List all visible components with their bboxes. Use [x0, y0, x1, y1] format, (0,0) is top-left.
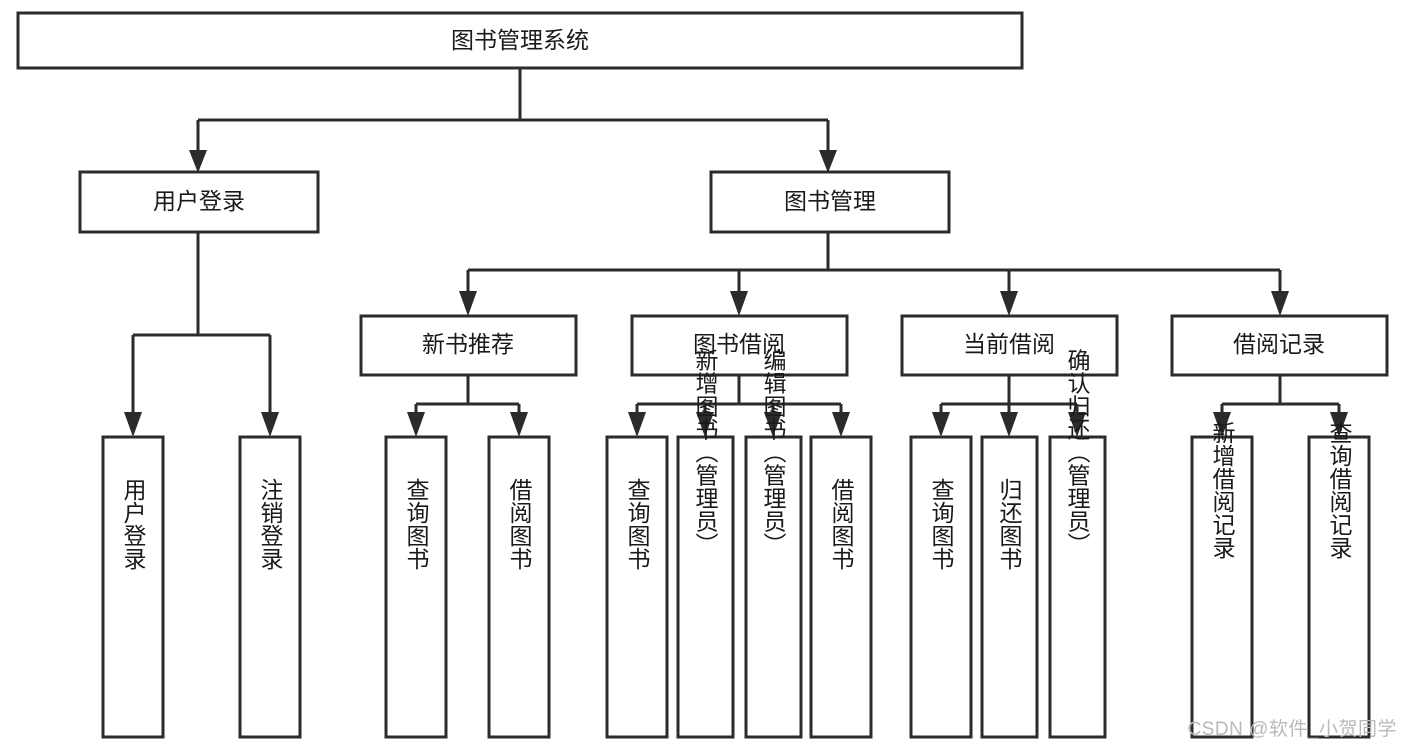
arrow-book-borrow-to-edit	[764, 412, 782, 437]
leaf-add-borrow-log[interactable]: 新增借阅记录	[1190, 421, 1254, 739]
node-current-borrow[interactable]: 当前借阅	[900, 314, 1119, 377]
node-book-manage-box[interactable]	[709, 170, 951, 234]
arrow-new-rec-to-query	[407, 412, 425, 437]
leaf-user-login[interactable]: 用户登录	[101, 435, 165, 739]
leaf-borrow-book-b[interactable]: 借阅图书	[809, 435, 873, 739]
leaf-return-book-label: 归还图书	[996, 478, 1023, 570]
leaf-borrow-book-a[interactable]: 借阅图书	[487, 435, 551, 739]
arrow-root-to-user-login	[189, 150, 207, 173]
leaf-logout-box[interactable]	[238, 435, 302, 739]
arrow-book-manage-to-current	[1000, 291, 1018, 316]
arrow-borrow-log-to-query	[1330, 412, 1348, 437]
leaf-edit-book[interactable]: 编辑图书（管理员）	[744, 349, 803, 739]
leaf-query-book-c[interactable]: 查询图书	[909, 435, 973, 739]
arrow-book-borrow-to-add	[696, 412, 714, 437]
leaf-query-book-b[interactable]: 查询图书	[605, 435, 669, 739]
arrow-book-borrow-to-query	[628, 412, 646, 437]
leaf-add-borrow-log-label: 新增借阅记录	[1209, 421, 1236, 559]
leaf-edit-book-label: 编辑图书（管理员）	[760, 349, 787, 556]
leaf-query-borrow-log-box[interactable]	[1307, 435, 1371, 739]
arrow-user-login-to-logout	[261, 412, 279, 437]
arrow-book-borrow-to-borrow	[832, 412, 850, 437]
leaf-borrow-book-b-box[interactable]	[809, 435, 873, 739]
leaf-confirm-return-box[interactable]	[1048, 435, 1107, 739]
arrow-new-rec-to-borrow	[510, 412, 528, 437]
arrow-user-login-to-login	[124, 412, 142, 437]
node-book-borrow[interactable]: 图书借阅	[630, 314, 849, 377]
leaf-add-book-label: 新增图书（管理员）	[692, 349, 719, 556]
node-book-borrow-box[interactable]	[630, 314, 849, 377]
leaf-user-login-label: 用户登录	[120, 478, 147, 570]
node-borrow-log[interactable]: 借阅记录	[1170, 314, 1389, 377]
leaf-confirm-return[interactable]: 确认归还（管理员）	[1048, 349, 1107, 739]
arrow-root-to-book-manage	[819, 150, 837, 173]
node-current-borrow-box[interactable]	[900, 314, 1119, 377]
node-root-box[interactable]	[16, 11, 1024, 70]
leaf-borrow-book-a-box[interactable]	[487, 435, 551, 739]
leaf-borrow-book-a-label: 借阅图书	[506, 478, 533, 570]
arrow-book-manage-to-borrow	[730, 291, 748, 316]
node-book-manage-label: 图书管理	[784, 188, 876, 214]
leaf-logout[interactable]: 注销登录	[238, 435, 302, 739]
leaf-add-borrow-log-box[interactable]	[1190, 435, 1254, 739]
leaf-borrow-book-b-label: 借阅图书	[828, 478, 855, 570]
arrow-cur-borrow-to-query	[932, 412, 950, 437]
leaf-edit-book-box[interactable]	[744, 435, 803, 739]
node-user-login[interactable]: 用户登录	[78, 170, 320, 234]
arrow-cur-borrow-to-confirm	[1068, 412, 1086, 437]
leaf-query-book-a-label: 查询图书	[403, 478, 430, 570]
leaf-add-book-box[interactable]	[676, 435, 735, 739]
arrow-book-manage-to-log	[1271, 291, 1289, 316]
node-current-borrow-label: 当前借阅	[963, 331, 1055, 357]
leaf-logout-label: 注销登录	[257, 478, 284, 570]
node-user-login-box[interactable]	[78, 170, 320, 234]
arrow-cur-borrow-to-return	[1000, 412, 1018, 437]
node-root[interactable]: 图书管理系统	[16, 11, 1024, 70]
edges-layer	[124, 68, 1348, 437]
leaf-query-book-a-box[interactable]	[384, 435, 448, 739]
leaf-query-book-b-box[interactable]	[605, 435, 669, 739]
arrow-borrow-log-to-add	[1213, 412, 1231, 437]
leaf-query-borrow-log[interactable]: 查询借阅记录	[1307, 421, 1371, 739]
leaf-query-book-a[interactable]: 查询图书	[384, 435, 448, 739]
node-new-recommend-label: 新书推荐	[422, 331, 514, 357]
node-book-manage[interactable]: 图书管理	[709, 170, 951, 234]
leaf-query-borrow-log-label: 查询借阅记录	[1326, 421, 1353, 559]
leaf-query-book-b-label: 查询图书	[624, 478, 651, 570]
node-new-recommend[interactable]: 新书推荐	[359, 314, 578, 377]
node-root-label: 图书管理系统	[451, 27, 589, 53]
node-new-recommend-box[interactable]	[359, 314, 578, 377]
node-borrow-log-box[interactable]	[1170, 314, 1389, 377]
leaf-query-book-c-label: 查询图书	[928, 478, 955, 570]
node-borrow-log-label: 借阅记录	[1233, 331, 1325, 357]
node-user-login-label: 用户登录	[153, 188, 245, 214]
leaf-user-login-box[interactable]	[101, 435, 165, 739]
leaf-confirm-return-label: 确认归还（管理员）	[1064, 349, 1091, 556]
leaf-return-book[interactable]: 归还图书	[980, 435, 1039, 739]
leaf-return-book-box[interactable]	[980, 435, 1039, 739]
arrow-book-manage-to-new-rec	[459, 291, 477, 316]
node-book-borrow-label: 图书借阅	[693, 331, 785, 357]
leaf-add-book[interactable]: 新增图书（管理员）	[676, 349, 735, 739]
leaf-query-book-c-box[interactable]	[909, 435, 973, 739]
